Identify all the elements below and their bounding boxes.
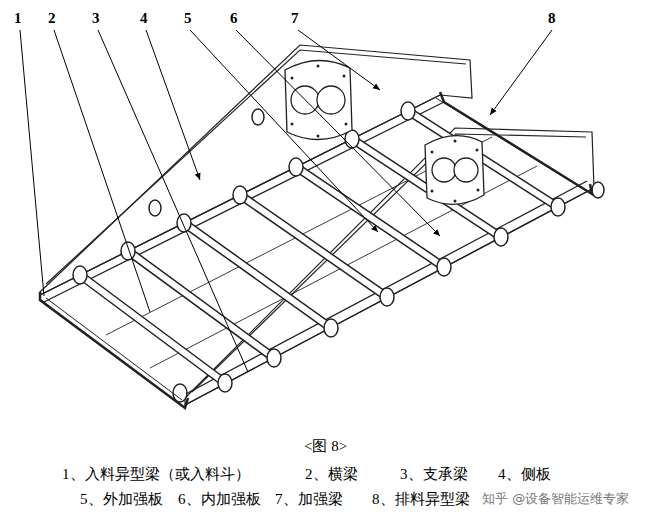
callout-number: 7 (291, 10, 299, 27)
leader-lines (20, 30, 552, 372)
bolt-holes (291, 65, 480, 203)
callout-number: 3 (92, 10, 100, 27)
callout-number: 6 (230, 10, 238, 27)
callout-number: 5 (184, 10, 192, 27)
callout-number: 1 (14, 10, 22, 27)
callout-number: 8 (548, 10, 556, 27)
part-name: 8、排料异型梁 (372, 491, 470, 508)
side-plates (40, 45, 594, 405)
part-name: 2、横梁 (305, 466, 358, 483)
part-name: 6、内加强板 (178, 491, 261, 508)
reinforcing-plates (285, 60, 484, 204)
front-side-plate (185, 128, 594, 405)
flanges (73, 102, 604, 402)
part-name: 1、入料异型梁（或入料斗） (62, 466, 250, 483)
callout-number: 2 (48, 10, 56, 27)
part-name: 5、外加强板 (80, 491, 163, 508)
part-name: 4、侧板 (498, 466, 551, 483)
figure-caption: <图 8> (304, 438, 347, 455)
plate-edge (46, 50, 466, 284)
callout-number: 4 (140, 10, 148, 27)
part-name: 3、支承梁 (400, 466, 468, 483)
plate-edge (192, 134, 586, 392)
watermark: 知乎 @设备智能运维专家 (482, 492, 629, 506)
part-name: 7、加强梁 (275, 491, 343, 508)
